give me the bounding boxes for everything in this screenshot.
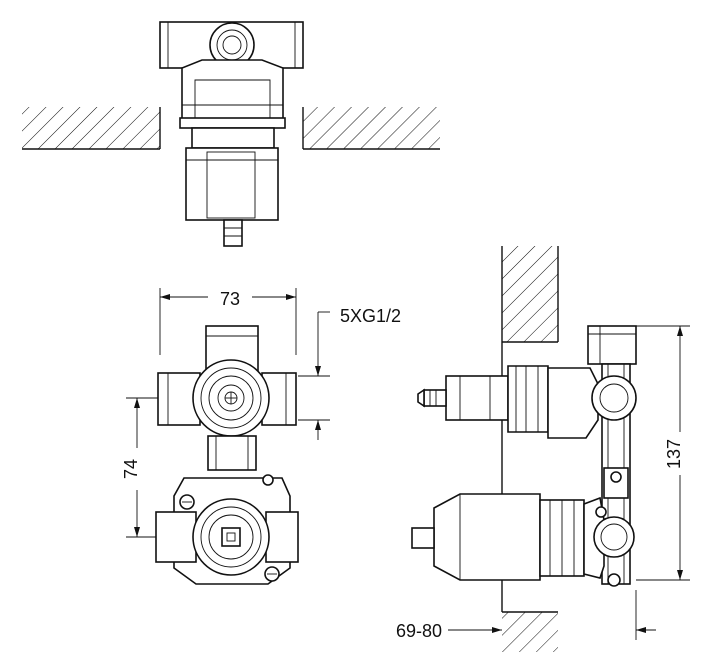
top-view — [22, 21, 440, 247]
wall-left-hatch — [22, 107, 160, 149]
side-view: 137 69-80 — [396, 246, 690, 652]
thread-dimension-label: 5XG1/2 — [340, 306, 401, 326]
height-dimension-label: 74 — [121, 459, 141, 479]
width-dimension-label: 73 — [220, 289, 240, 309]
wall-right-hatch — [303, 107, 440, 149]
wall-upper-hatch — [502, 246, 558, 342]
wall-lower-hatch — [502, 612, 558, 652]
front-view: 73 5XG1/2 74 — [121, 288, 401, 585]
total-height-dimension-label: 137 — [664, 439, 684, 469]
depth-dimension-label: 69-80 — [396, 621, 442, 641]
